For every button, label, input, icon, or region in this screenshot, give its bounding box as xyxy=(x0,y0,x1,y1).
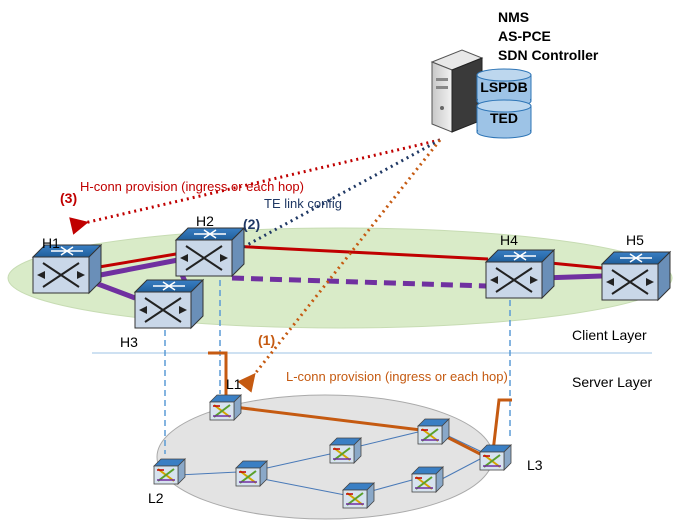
switch-h3 xyxy=(133,278,205,330)
controller-label-nms: NMS xyxy=(498,9,529,25)
db-label-ted: TED xyxy=(490,110,518,126)
step1-text: L-conn provision (ingress or each hop) xyxy=(286,369,508,384)
switch-l3 xyxy=(479,444,512,471)
node-label-h1: H1 xyxy=(42,235,60,251)
step2-text: TE link config xyxy=(264,196,342,211)
switch-h5 xyxy=(600,250,672,302)
server-layer-label: Server Layer xyxy=(572,374,652,390)
switch-s4 xyxy=(235,460,268,487)
ted-database-icon xyxy=(476,99,532,139)
switch-s7 xyxy=(342,482,375,509)
node-label-h2: H2 xyxy=(196,213,214,229)
step2-number: (2) xyxy=(243,216,260,232)
arrow-h-conn-provision xyxy=(69,138,441,235)
switch-l2 xyxy=(153,458,186,485)
node-label-l1: L1 xyxy=(226,376,242,392)
node-label-h5: H5 xyxy=(626,232,644,248)
client-nodes xyxy=(31,226,672,330)
server-layer-ellipse xyxy=(156,394,494,520)
switch-s8 xyxy=(411,466,444,493)
step3-text: H-conn provision (ingress or each hop) xyxy=(80,179,304,194)
step1-number: (1) xyxy=(258,332,275,348)
switch-l1 xyxy=(209,394,242,421)
step3-number: (3) xyxy=(60,190,77,206)
controller-label-as-pce: AS-PCE xyxy=(498,28,551,44)
switch-h1 xyxy=(31,243,103,295)
client-layer-label: Client Layer xyxy=(572,327,647,343)
switch-h4 xyxy=(484,248,556,300)
inter-layer-links xyxy=(164,280,511,454)
switch-h2 xyxy=(174,226,246,278)
server-nodes xyxy=(153,394,512,509)
node-label-h3: H3 xyxy=(120,334,138,350)
node-label-l2: L2 xyxy=(148,490,164,506)
node-label-l3: L3 xyxy=(527,457,543,473)
node-label-h4: H4 xyxy=(500,232,518,248)
switch-s6 xyxy=(417,418,450,445)
controller-server-icon xyxy=(430,49,484,133)
controller-label-sdn: SDN Controller xyxy=(498,47,599,63)
db-label-lspdb: LSPDB xyxy=(480,79,527,95)
server-links xyxy=(177,431,483,496)
switch-s5 xyxy=(329,437,362,464)
